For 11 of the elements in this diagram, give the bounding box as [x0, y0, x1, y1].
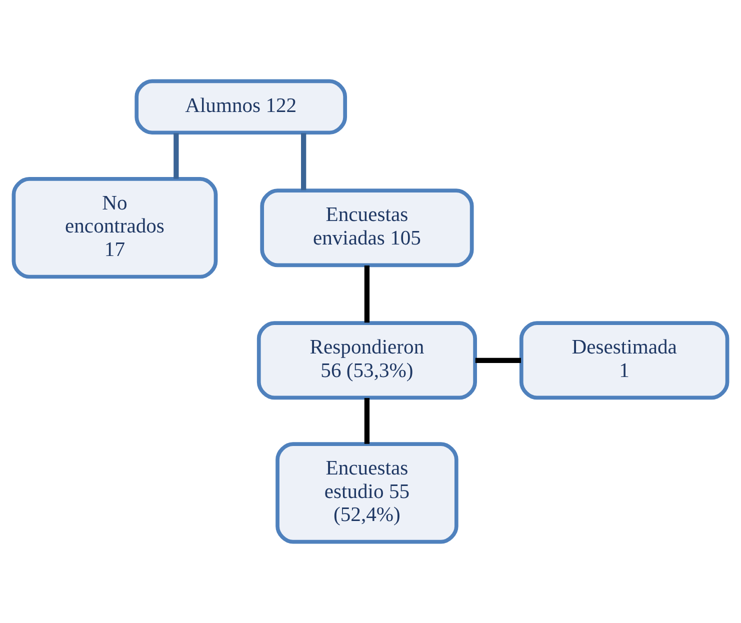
connector	[364, 398, 370, 444]
node-box: Encuestas enviadas 105	[260, 188, 474, 268]
node-box: Respondieron 56 (53,3%)	[256, 321, 477, 400]
node-box: Encuestas estudio 55 (52,4%)	[276, 442, 458, 544]
node-box: Alumnos 122	[134, 79, 348, 135]
connector	[301, 133, 306, 190]
node-box: Desestimada 1	[519, 321, 730, 400]
connector	[174, 133, 179, 179]
node-box: No encontrados 17	[12, 177, 218, 279]
connector	[475, 358, 521, 363]
connector	[364, 265, 370, 323]
